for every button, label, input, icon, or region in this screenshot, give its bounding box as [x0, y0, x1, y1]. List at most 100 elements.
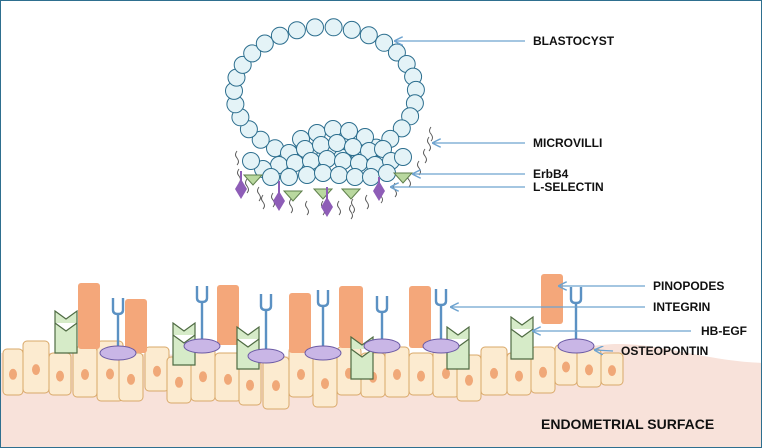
microvillus: [417, 160, 421, 176]
blastocyst: [225, 18, 425, 186]
pinopode: [409, 286, 431, 348]
blastocyst-label: BLASTOCYST: [533, 34, 615, 48]
microvillus: [337, 200, 341, 216]
integrin-arms: [316, 290, 330, 308]
inner-cell-mass-cell: [394, 148, 412, 166]
trophoblast-cell: [359, 26, 378, 45]
pinopode: [217, 285, 239, 345]
erbb4-receptor: [312, 188, 334, 200]
trophoblast-cell: [342, 20, 361, 39]
hb-egf-label: HB-EGF: [701, 324, 747, 338]
inner-cell-mass-cell: [280, 168, 298, 186]
cell-nucleus: [175, 376, 183, 388]
integrin-arms: [195, 286, 209, 304]
microvillus: [261, 194, 265, 210]
inner-cell-mass-cell: [262, 168, 280, 186]
inner-cell-mass-cell: [362, 168, 380, 186]
trophoblast-cell: [375, 33, 394, 52]
integrin-group: [111, 286, 583, 353]
l-selectin-group: [235, 171, 385, 217]
pinopodes-group: [78, 274, 563, 353]
microvillus: [393, 182, 397, 198]
cell-nucleus: [321, 378, 329, 390]
integrin-arms: [375, 296, 389, 314]
epithelial-cell-layer: [2, 340, 624, 410]
trophoblast-cell: [251, 130, 270, 149]
osteopontin: [183, 338, 221, 354]
pinopode: [289, 293, 311, 353]
cell-nucleus: [32, 364, 40, 376]
integrin-arms: [569, 287, 583, 305]
pinopode: [125, 299, 147, 353]
inner-cell-mass-cell: [330, 166, 348, 184]
pinopode: [541, 274, 563, 324]
osteopontin: [99, 345, 137, 361]
cell-nucleus: [199, 371, 207, 383]
cell-nucleus: [224, 373, 232, 385]
microvillus: [271, 192, 275, 208]
microvillus: [365, 194, 369, 210]
osteopontin-arrow: [595, 350, 614, 351]
osteopontin-group: [99, 338, 595, 364]
cell-nucleus: [417, 370, 425, 382]
trophoblast-cell: [255, 34, 274, 53]
inner-cell-mass-cell: [378, 164, 396, 182]
microvillus: [235, 150, 239, 166]
inner-cell-mass-cell: [298, 166, 316, 184]
integrin-label: INTEGRIN: [653, 300, 710, 314]
cell-nucleus: [9, 368, 17, 380]
trophoblast-cell: [392, 119, 411, 138]
cell-nucleus: [106, 368, 114, 380]
osteopontin: [422, 338, 460, 354]
trophoblast-cell: [270, 26, 289, 45]
erbb4-label: ErbB4: [533, 167, 569, 181]
inner-cell-mass-cell: [314, 164, 332, 182]
microvillus: [257, 186, 261, 202]
l-selectin-label: L-SELECTIN: [533, 180, 604, 194]
cell-nucleus: [465, 374, 473, 386]
inner-cell-mass-cell: [346, 168, 364, 186]
microvillus: [289, 198, 293, 214]
label-arrows: [391, 41, 691, 351]
microvillus: [351, 198, 355, 214]
osteopontin: [363, 338, 401, 354]
cell-nucleus: [608, 365, 616, 377]
cell-nucleus: [56, 370, 64, 382]
pinopodes-label: PINOPODES: [653, 279, 724, 293]
l-selectin: [373, 181, 385, 201]
pinopode: [78, 283, 100, 349]
microvilli-label: MICROVILLI: [533, 136, 602, 150]
cell-nucleus: [153, 365, 161, 377]
cell-nucleus: [490, 367, 498, 379]
trophoblast-cell: [306, 18, 324, 37]
cell-nucleus: [246, 379, 254, 391]
erbb4-receptor: [282, 190, 304, 202]
hb-egf-receptor: [54, 309, 78, 354]
hb-egf-receptor: [510, 315, 534, 360]
trophoblast-cell: [324, 18, 343, 37]
microvillus: [305, 200, 309, 216]
cell-nucleus: [515, 370, 523, 382]
inner-cell-mass-cell: [328, 134, 346, 152]
osteopontin: [304, 345, 342, 361]
cell-nucleus: [81, 369, 89, 380]
inner-cell-mass-cell: [242, 152, 260, 170]
pinopode: [339, 286, 363, 348]
endometrial-surface-label: ENDOMETRIAL SURFACE: [541, 416, 714, 432]
microvillus: [245, 178, 249, 194]
inner-cell-mass-cell: [344, 138, 362, 156]
integrin-arms: [434, 289, 448, 307]
erbb4-receptor: [392, 172, 414, 184]
cell-nucleus: [442, 368, 450, 380]
microvillus: [427, 136, 431, 152]
cell-nucleus: [127, 373, 135, 385]
cell-nucleus: [585, 364, 593, 376]
cell-nucleus: [272, 380, 280, 392]
erbb4-receptor: [242, 174, 264, 186]
osteopontin-label: OSTEOPONTIN: [621, 344, 708, 358]
integrin-arms: [111, 298, 125, 316]
microvillus: [423, 148, 427, 164]
trophoblast-cell: [287, 21, 306, 40]
